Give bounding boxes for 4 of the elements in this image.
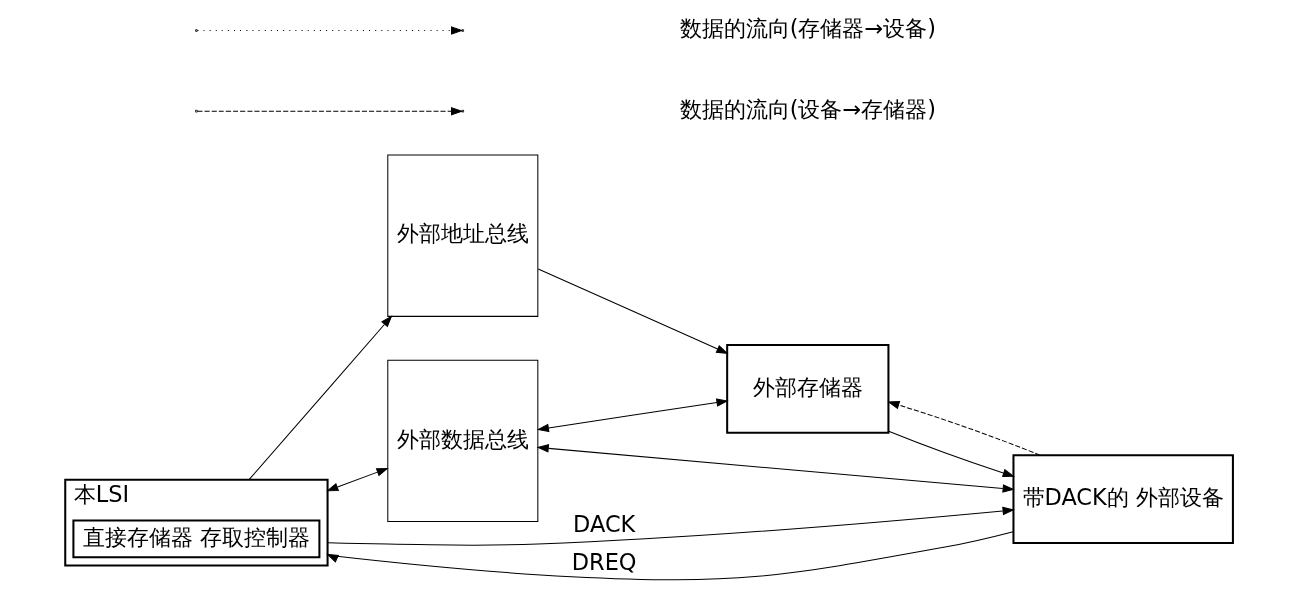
legend-label: 数据的流向(存储器→设备) [679,15,936,42]
legend-label: 数据的流向(设备→存储器) [679,95,936,122]
edge-label: DACK [572,511,635,538]
edge-label: DREQ [571,549,637,576]
